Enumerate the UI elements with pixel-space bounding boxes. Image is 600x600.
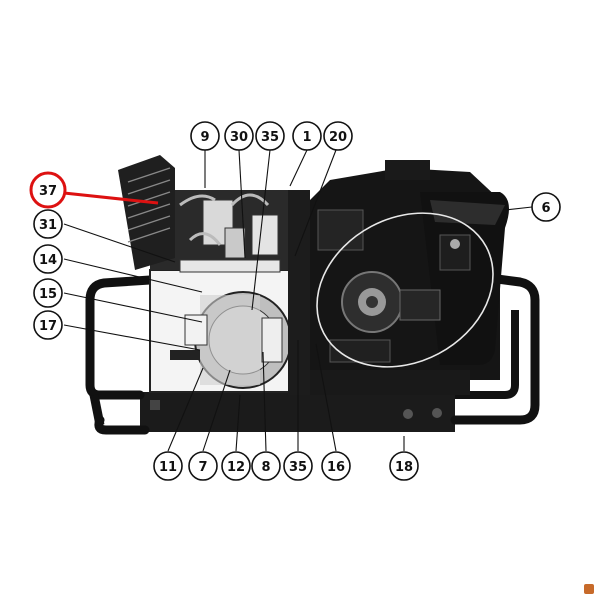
svg-text:16: 16 xyxy=(327,460,345,475)
callout-30: 30 xyxy=(224,121,254,151)
svg-text:6: 6 xyxy=(541,201,550,216)
svg-text:9: 9 xyxy=(200,130,209,145)
svg-text:17: 17 xyxy=(39,319,57,334)
callout-20: 20 xyxy=(323,121,353,151)
callout-35-top: 35 xyxy=(255,121,285,151)
compressor-illustration xyxy=(85,155,540,435)
callout-37-highlighted: 37 xyxy=(29,171,67,209)
svg-text:15: 15 xyxy=(39,287,57,302)
svg-text:7: 7 xyxy=(198,460,207,475)
svg-text:20: 20 xyxy=(329,130,347,145)
callout-18: 18 xyxy=(389,451,419,481)
callout-9: 9 xyxy=(190,121,220,151)
highlight-leader xyxy=(63,191,159,205)
callout-16: 16 xyxy=(321,451,351,481)
callout-7: 7 xyxy=(188,451,218,481)
svg-text:31: 31 xyxy=(39,218,57,233)
svg-text:11: 11 xyxy=(159,460,177,475)
callout-14: 14 xyxy=(33,244,63,274)
callout-17: 17 xyxy=(33,310,63,340)
svg-text:35: 35 xyxy=(261,130,279,145)
callout-15: 15 xyxy=(33,278,63,308)
svg-text:37: 37 xyxy=(39,184,57,199)
callout-1: 1 xyxy=(292,121,322,151)
callout-6: 6 xyxy=(531,192,561,222)
corner-badge-icon xyxy=(584,584,594,594)
callout-35-bottom: 35 xyxy=(283,451,313,481)
callout-31: 31 xyxy=(33,209,63,239)
svg-text:18: 18 xyxy=(395,460,413,475)
svg-text:14: 14 xyxy=(39,253,57,268)
svg-text:35: 35 xyxy=(289,460,307,475)
svg-text:12: 12 xyxy=(227,460,245,475)
callout-8: 8 xyxy=(251,451,281,481)
svg-text:8: 8 xyxy=(261,460,270,475)
svg-text:1: 1 xyxy=(302,130,311,145)
callout-12: 12 xyxy=(221,451,251,481)
leader-lines xyxy=(63,149,533,452)
callout-bubbles: 9 30 35 1 20 6 37 31 xyxy=(29,121,561,481)
svg-text:30: 30 xyxy=(230,130,248,145)
callout-11: 11 xyxy=(153,451,183,481)
